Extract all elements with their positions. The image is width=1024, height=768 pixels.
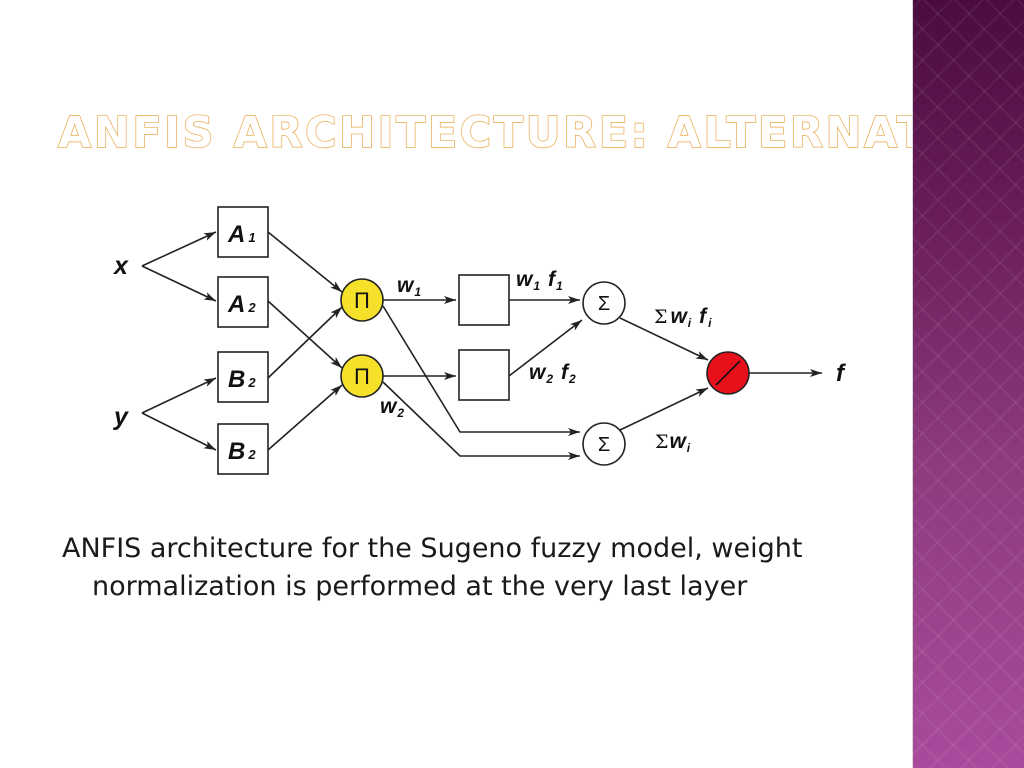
product-node-1: Π xyxy=(340,278,384,322)
edge-y-b2a xyxy=(141,377,217,414)
edge-b2a-pi1 xyxy=(267,306,343,379)
mf-a2-sub: 2 xyxy=(247,300,256,315)
edge-pi2-sum2 xyxy=(382,381,580,460)
label-w2: w2 xyxy=(380,395,404,420)
input-x-label: x xyxy=(112,252,129,280)
edge-a2-pi2 xyxy=(267,300,343,369)
edge-a1-pi1 xyxy=(267,231,343,293)
consequent-box-2 xyxy=(458,349,510,401)
label-sum-w: Σwi xyxy=(655,430,691,455)
consequent-box-1 xyxy=(458,274,510,326)
edge-b2b-pi2 xyxy=(267,384,343,451)
slide-caption: ANFIS architecture for the Sugeno fuzzy … xyxy=(62,533,803,602)
product-node-2: Π xyxy=(340,354,384,398)
svg-text:B2: B2 xyxy=(228,438,256,465)
slide-title: ANFIS ARCHITECTURE: ALTERNATE xyxy=(57,107,961,158)
input-y-label: y xyxy=(112,403,129,431)
connections xyxy=(141,231,822,460)
edge-sum1-div xyxy=(619,317,709,361)
mf-b2a-letter: B xyxy=(228,366,245,393)
product-symbol-1: Π xyxy=(354,288,370,313)
svg-text:B2: B2 xyxy=(228,366,256,393)
mf-b2b-sub: 2 xyxy=(247,447,256,462)
mf-a1-sub: 1 xyxy=(248,230,255,245)
divide-slash xyxy=(715,360,741,386)
edge-x-a1 xyxy=(141,231,217,267)
sum-symbol-2: Σ xyxy=(598,434,610,456)
mf-b2a-sub: 2 xyxy=(247,375,256,390)
svg-text:A1: A1 xyxy=(227,221,256,248)
edge-box2-sum1 xyxy=(508,319,583,377)
sum-node-1: Σ xyxy=(582,281,626,325)
edge-sum2-div xyxy=(619,387,709,431)
sum-node-2: Σ xyxy=(582,422,626,466)
edge-pi1-sum2 xyxy=(382,305,580,436)
mf-a2-letter: A xyxy=(227,291,245,318)
edge-y-b2b xyxy=(141,412,217,451)
svg-text:A2: A2 xyxy=(227,291,256,318)
product-symbol-2: Π xyxy=(354,364,370,389)
mf-b2b-letter: B xyxy=(228,438,245,465)
label-w1: w1 xyxy=(397,274,421,299)
divide-node xyxy=(706,351,750,395)
decorative-side-panel xyxy=(912,0,1024,768)
output-f-label: f xyxy=(836,360,846,387)
sum-symbol-1: Σ xyxy=(598,293,610,315)
edge-x-a2 xyxy=(141,265,217,302)
mf-a1-letter: A xyxy=(227,221,245,248)
